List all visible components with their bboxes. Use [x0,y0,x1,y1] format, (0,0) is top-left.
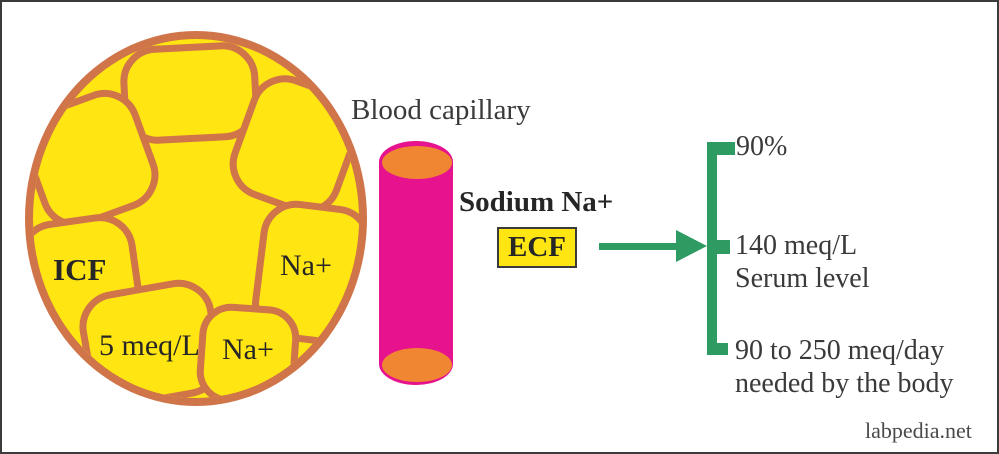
icf-label: ICF [53,252,107,287]
blood-capillary-label: Blood capillary [351,94,531,126]
fact-serum-level: 140 meq/L Serum level [735,229,870,295]
bracket-tick [716,343,728,355]
arrow-head-icon [676,230,707,262]
fact-line: needed by the body [735,368,954,399]
ecf-box: ECF [497,227,577,268]
fact-line: 90 to 250 meq/day [735,335,945,366]
fact-line: 90% [736,131,788,162]
icf-concentration-label: 5 meq/L [99,329,200,362]
bracket-bar [707,142,717,355]
fact-line: Serum level [735,263,870,294]
fact-daily-need: 90 to 250 meq/day needed by the body [735,334,954,400]
fact-percentage: 90% [736,130,787,163]
arrow-shaft [599,243,681,250]
fact-line: 140 meq/L [735,230,858,261]
watermark: labpedia.net [865,418,972,443]
sodium-title: Sodium Na+ [459,186,614,218]
icf-cell-cluster: ICF Na+ 5 meq/L Na+ [25,31,367,406]
capillary-top-cap [382,146,452,179]
bracket-tick [716,240,730,254]
na-ion-label: Na+ [222,333,274,366]
na-ion-label: Na+ [280,249,332,282]
capillary-cylinder [379,141,453,385]
capillary-bottom-cap [382,348,452,382]
bracket-tick [716,142,735,155]
